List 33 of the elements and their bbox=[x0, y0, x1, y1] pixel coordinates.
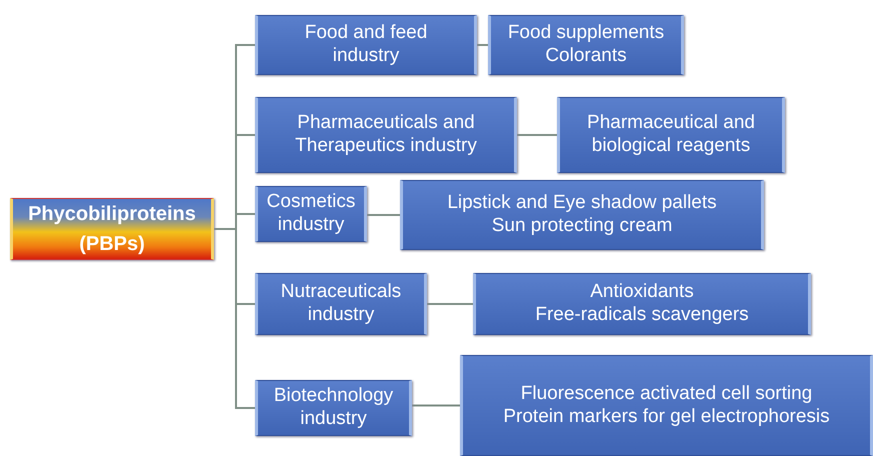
category-box bbox=[255, 186, 367, 242]
category-box bbox=[255, 97, 517, 173]
box-label: Nutraceuticals industry bbox=[280, 281, 402, 327]
box-label: Phycobiliproteins bbox=[28, 202, 196, 227]
box-label: (PBPs) bbox=[79, 232, 145, 257]
category-box bbox=[460, 355, 873, 456]
category-box bbox=[255, 380, 412, 436]
box-label: Cosmetics industry bbox=[266, 191, 356, 237]
box-label: Fluorescence activated cell sorting bbox=[520, 382, 812, 406]
connector-line bbox=[427, 303, 473, 305]
box-label: Protein markers for gel electrophoresis bbox=[503, 406, 830, 428]
box-label: Free-radicals scavengers bbox=[535, 304, 749, 327]
box-label: Colorants bbox=[545, 45, 627, 68]
box-label: Food and feed industry bbox=[304, 22, 428, 68]
box-label: Lipstick and Eye shadow pallets bbox=[447, 192, 717, 215]
box-label: Food supplements bbox=[508, 22, 664, 45]
box-label: Pharmaceutical and biological reagents bbox=[586, 112, 756, 158]
category-box bbox=[488, 15, 684, 75]
box-label: Biotechnology industry bbox=[272, 385, 394, 431]
category-box bbox=[400, 180, 764, 250]
box-label: Sun protecting cream bbox=[492, 215, 672, 238]
connector-line bbox=[517, 134, 557, 136]
root-box bbox=[10, 198, 214, 260]
connector-line bbox=[477, 44, 488, 46]
category-box bbox=[255, 273, 427, 335]
connector-line bbox=[412, 404, 460, 406]
category-box bbox=[255, 15, 477, 75]
connector-line bbox=[367, 214, 400, 216]
box-label: Antioxidants bbox=[590, 281, 694, 304]
connector-line bbox=[214, 228, 255, 409]
box-label: Pharmaceuticals and Therapeutics industry bbox=[294, 112, 478, 158]
category-box bbox=[557, 97, 785, 173]
category-box bbox=[473, 273, 811, 335]
